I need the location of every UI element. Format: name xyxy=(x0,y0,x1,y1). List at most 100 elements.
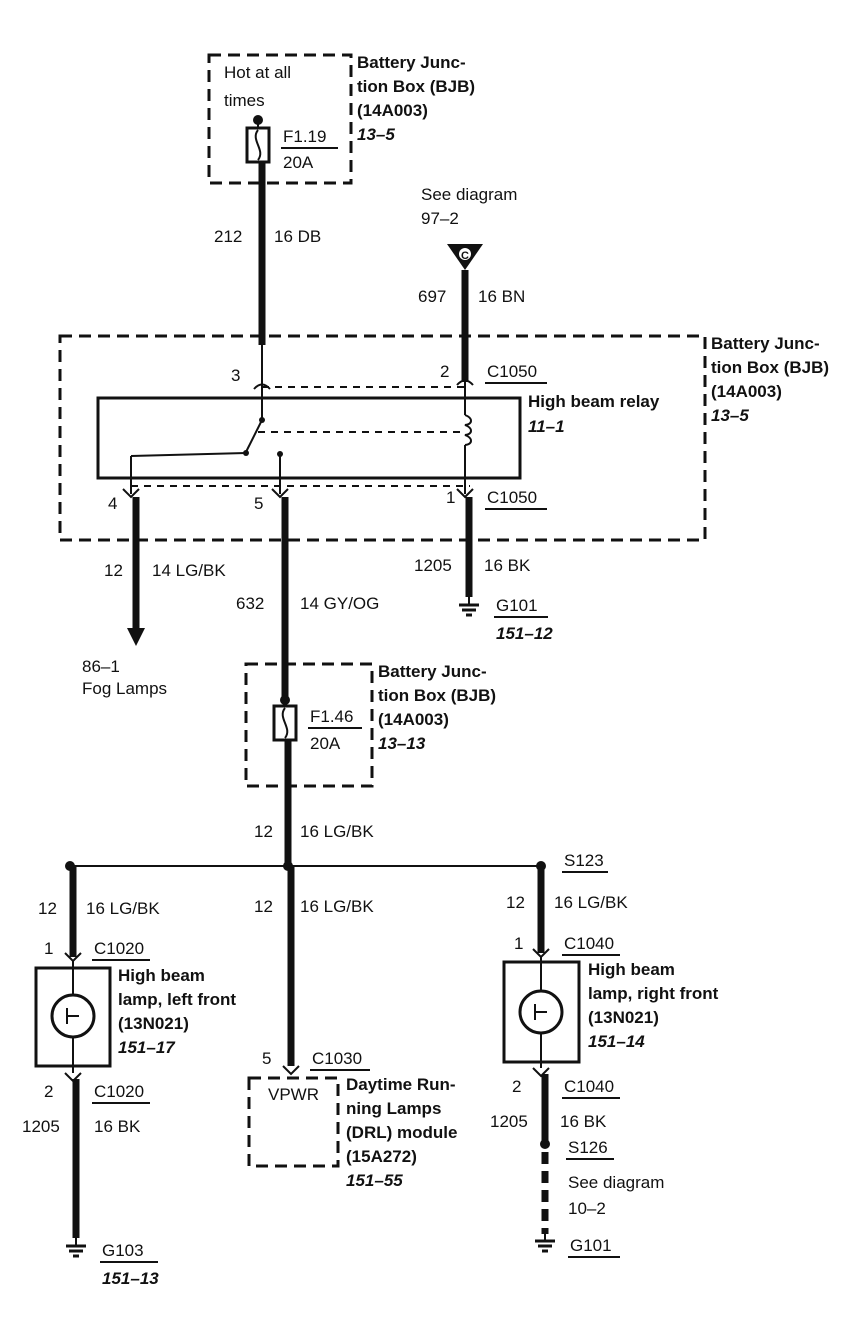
left-lamp-filament xyxy=(66,1008,79,1024)
drl-ref: 151–55 xyxy=(346,1171,403,1190)
drl-conn: C1030 xyxy=(312,1049,362,1068)
relay-bjb-dashed-outline xyxy=(58,334,707,542)
drl-name-l2: ning Lamps xyxy=(346,1099,441,1118)
left-lamp-ref: 151–17 xyxy=(118,1038,176,1057)
wire-12-after-fuse-gauge-color: 16 LG/BK xyxy=(300,822,374,841)
ground-g103-icon xyxy=(66,1238,86,1258)
right-lamp-gnd-circuit: 1205 xyxy=(490,1112,528,1131)
drl-pin: 5 xyxy=(262,1049,271,1068)
bjb-mid-part: (14A003) xyxy=(378,710,449,729)
connector-c-glyph: C xyxy=(461,250,469,262)
see-diagram-top-l2: 97–2 xyxy=(421,209,459,228)
drl-name-l3: (DRL) module xyxy=(346,1123,457,1142)
bjb-top-dashed-outline xyxy=(207,53,353,185)
splice-s126-id: S126 xyxy=(568,1138,608,1157)
relay-name: High beam relay xyxy=(528,392,660,411)
right-lamp-wire-circuit: 12 xyxy=(506,893,525,912)
bjb-top-ref: 13–5 xyxy=(357,125,395,144)
right-lamp-gnd-gc: 16 BK xyxy=(560,1112,607,1131)
hot-at-all-times-line1: Hot at all xyxy=(224,63,291,82)
relay-bjb-box: 3 2 C1050 High beam relay 11–1 4 5 1 C10… xyxy=(58,334,829,542)
fog-arrow xyxy=(127,628,145,646)
fuse-f119-id: F1.19 xyxy=(283,127,326,146)
bjb-mid-ref: 13–13 xyxy=(378,734,426,753)
left-lamp-pin-bot: 2 xyxy=(44,1082,53,1101)
drl-pin-terminal xyxy=(282,1065,300,1076)
relay-bjb-part: (14A003) xyxy=(711,382,782,401)
left-lamp-part: (13N021) xyxy=(118,1014,189,1033)
left-lamp-gnd-gc: 16 BK xyxy=(94,1117,141,1136)
right-lamp-filament xyxy=(534,1004,547,1020)
right-lamp-pin-bot: 2 xyxy=(512,1077,521,1096)
wire-12-fog-circuit: 12 xyxy=(104,561,123,580)
relay-connector-bottom: C1050 xyxy=(487,488,537,507)
relay-coil xyxy=(464,414,472,446)
left-lamp-gnd-circuit: 1205 xyxy=(22,1117,60,1136)
drl-name-l1: Daytime Run- xyxy=(346,1075,456,1094)
ground-g101-top-id: G101 xyxy=(496,596,538,615)
relay-switch-pivot xyxy=(259,417,265,423)
relay-ref: 11–1 xyxy=(528,417,565,436)
fuse-f119-element xyxy=(254,129,262,161)
fog-ref: 86–1 xyxy=(82,657,120,676)
relay-switch-arm xyxy=(245,419,263,453)
relay-connector-top: C1050 xyxy=(487,362,537,381)
relay-pin-3: 3 xyxy=(231,366,240,385)
ground-g101-top-ref: 151–12 xyxy=(496,624,553,643)
drl-part: (15A272) xyxy=(346,1147,417,1166)
bjb-top-part: (14A003) xyxy=(357,101,428,120)
fuse-f146-id: F1.46 xyxy=(310,707,353,726)
relay-pin-2: 2 xyxy=(440,362,449,381)
wire-697-gauge-color: 16 BN xyxy=(478,287,525,306)
fog-label: Fog Lamps xyxy=(82,679,167,698)
left-lamp-wire-gc: 16 LG/BK xyxy=(86,899,160,918)
fuse-f146-element xyxy=(281,707,289,739)
left-lamp-conn-top: C1020 xyxy=(94,939,144,958)
hot-at-all-times-line2: times xyxy=(224,91,265,110)
relay-bjb-name-l1: Battery Junc- xyxy=(711,334,820,353)
ground-g103-ref: 151–13 xyxy=(102,1269,159,1288)
left-lamp-pin-top: 1 xyxy=(44,939,53,958)
drl-wire-circuit: 12 xyxy=(254,897,273,916)
bjb-top-name-l1: Battery Junc- xyxy=(357,53,466,72)
fuse-f119-rating: 20A xyxy=(283,153,314,172)
see-diagram-top-l1: See diagram xyxy=(421,185,517,204)
right-lamp-name-l2: lamp, right front xyxy=(588,984,719,1003)
drl-module-dashed-outline xyxy=(247,1076,340,1168)
relay-pin-5: 5 xyxy=(254,494,263,513)
right-lamp-conn-top: C1040 xyxy=(564,934,614,953)
fuse-f146-rating: 20A xyxy=(310,734,341,753)
splice-s126-dot xyxy=(540,1139,550,1149)
right-lamp-wire-gc: 16 LG/BK xyxy=(554,893,628,912)
ground-g101-bottom-icon xyxy=(535,1234,555,1253)
fuse-f119-symbol xyxy=(245,126,271,164)
drl-wire-gc: 16 LG/BK xyxy=(300,897,374,916)
right-see-diagram-l2: 10–2 xyxy=(568,1199,606,1218)
ground-g103-id: G103 xyxy=(102,1241,144,1260)
pin-4-terminal xyxy=(122,488,140,499)
right-lamp-name-l1: High beam xyxy=(588,960,675,979)
pin-5-terminal xyxy=(271,488,289,499)
pin-2-terminal xyxy=(456,379,474,386)
bjb-top-name-l2: tion Box (BJB) xyxy=(357,77,475,96)
relay-body xyxy=(96,396,522,480)
right-see-diagram-l1: See diagram xyxy=(568,1173,664,1192)
left-lamp-conn-bot: C1020 xyxy=(94,1082,144,1101)
wire-632-gauge-color: 14 GY/OG xyxy=(300,594,379,613)
wire-632-circuit: 632 xyxy=(236,594,264,613)
ground-g101-bottom-id: G101 xyxy=(570,1236,612,1255)
right-lamp-pin-top: 1 xyxy=(514,934,523,953)
left-lamp-name-l1: High beam xyxy=(118,966,205,985)
bjb-mid-dashed-outline xyxy=(244,662,374,788)
bjb-top-fuse-box: Hot at all times F1.19 20A Battery Junc-… xyxy=(207,53,475,185)
wire-1205-top-gauge-color: 16 BK xyxy=(484,556,531,575)
wire-212-circuit: 212 xyxy=(214,227,242,246)
left-lamp-bulb-icon xyxy=(50,993,96,1039)
drl-terminal-vpwr: VPWR xyxy=(268,1085,319,1104)
right-lamp-pin-bot-terminal xyxy=(532,1067,550,1078)
left-lamp-wire-circuit: 12 xyxy=(38,899,57,918)
connector-c-circle xyxy=(459,248,471,260)
right-lamp-bulb-icon xyxy=(518,989,564,1035)
relay-contact-lead xyxy=(130,452,247,457)
